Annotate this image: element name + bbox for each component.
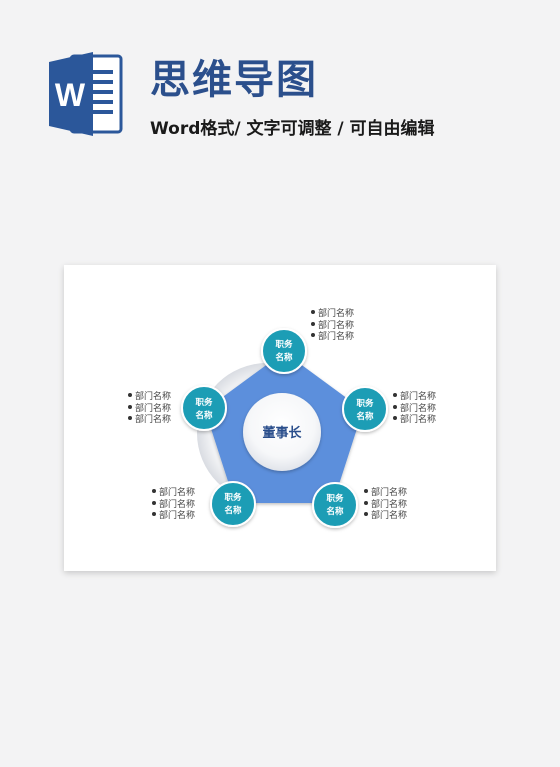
node-left: 职务 名称 (181, 385, 227, 431)
list-item: 部门名称 (393, 392, 436, 404)
dept-list-bottom-right: 部门名称 部门名称 部门名称 (364, 488, 407, 523)
list-item: 部门名称 (311, 332, 354, 344)
list-item: 部门名称 (152, 488, 195, 500)
node-bottom-left-line1: 职务 (224, 492, 242, 503)
node-bottom-right-line2: 名称 (326, 506, 344, 517)
list-item: 部门名称 (128, 392, 171, 404)
list-item: 部门名称 (128, 404, 171, 416)
node-top: 职务 名称 (261, 328, 307, 374)
list-item: 部门名称 (364, 500, 407, 512)
node-right-line1: 职务 (356, 398, 374, 409)
list-item: 部门名称 (152, 511, 195, 523)
node-bottom-right-line1: 职务 (326, 493, 344, 504)
dept-list-left: 部门名称 部门名称 部门名称 (128, 392, 171, 427)
diagram-card: 董事长 职务 名称 职务 名称 职务 名称 职务 名称 职务 名称 (64, 265, 496, 571)
node-bottom-left: 职务 名称 (210, 481, 256, 527)
node-top-line1: 职务 (275, 339, 293, 350)
list-item: 部门名称 (311, 321, 354, 333)
page-subtitle: Word格式/ 文字可调整 / 可自由编辑 (150, 119, 435, 139)
list-item: 部门名称 (152, 500, 195, 512)
header: W 思维导图 Word格式/ 文字可调整 / 可自由编辑 (0, 0, 560, 160)
node-right: 职务 名称 (342, 386, 388, 432)
node-right-line2: 名称 (356, 411, 374, 422)
center-circle (243, 393, 321, 471)
node-bottom-left-line2: 名称 (224, 505, 242, 516)
list-item: 部门名称 (128, 415, 171, 427)
page-title: 思维导图 (150, 57, 318, 103)
word-icon: W (49, 52, 123, 136)
list-item: 部门名称 (393, 415, 436, 427)
node-top-line2: 名称 (275, 352, 293, 363)
list-item: 部门名称 (364, 511, 407, 523)
dept-list-right: 部门名称 部门名称 部门名称 (393, 392, 436, 427)
dept-list-bottom-left: 部门名称 部门名称 部门名称 (152, 488, 195, 523)
node-left-line2: 名称 (195, 410, 213, 421)
center-label: 董事长 (262, 425, 302, 441)
dept-list-top: 部门名称 部门名称 部门名称 (311, 309, 354, 344)
mind-map-diagram: 董事长 职务 名称 职务 名称 职务 名称 职务 名称 职务 名称 (181, 328, 388, 528)
node-bottom-right: 职务 名称 (312, 482, 358, 528)
list-item: 部门名称 (311, 309, 354, 321)
node-left-line1: 职务 (195, 397, 213, 408)
list-item: 部门名称 (364, 488, 407, 500)
list-item: 部门名称 (393, 404, 436, 416)
word-logo-letter: W (55, 77, 86, 113)
